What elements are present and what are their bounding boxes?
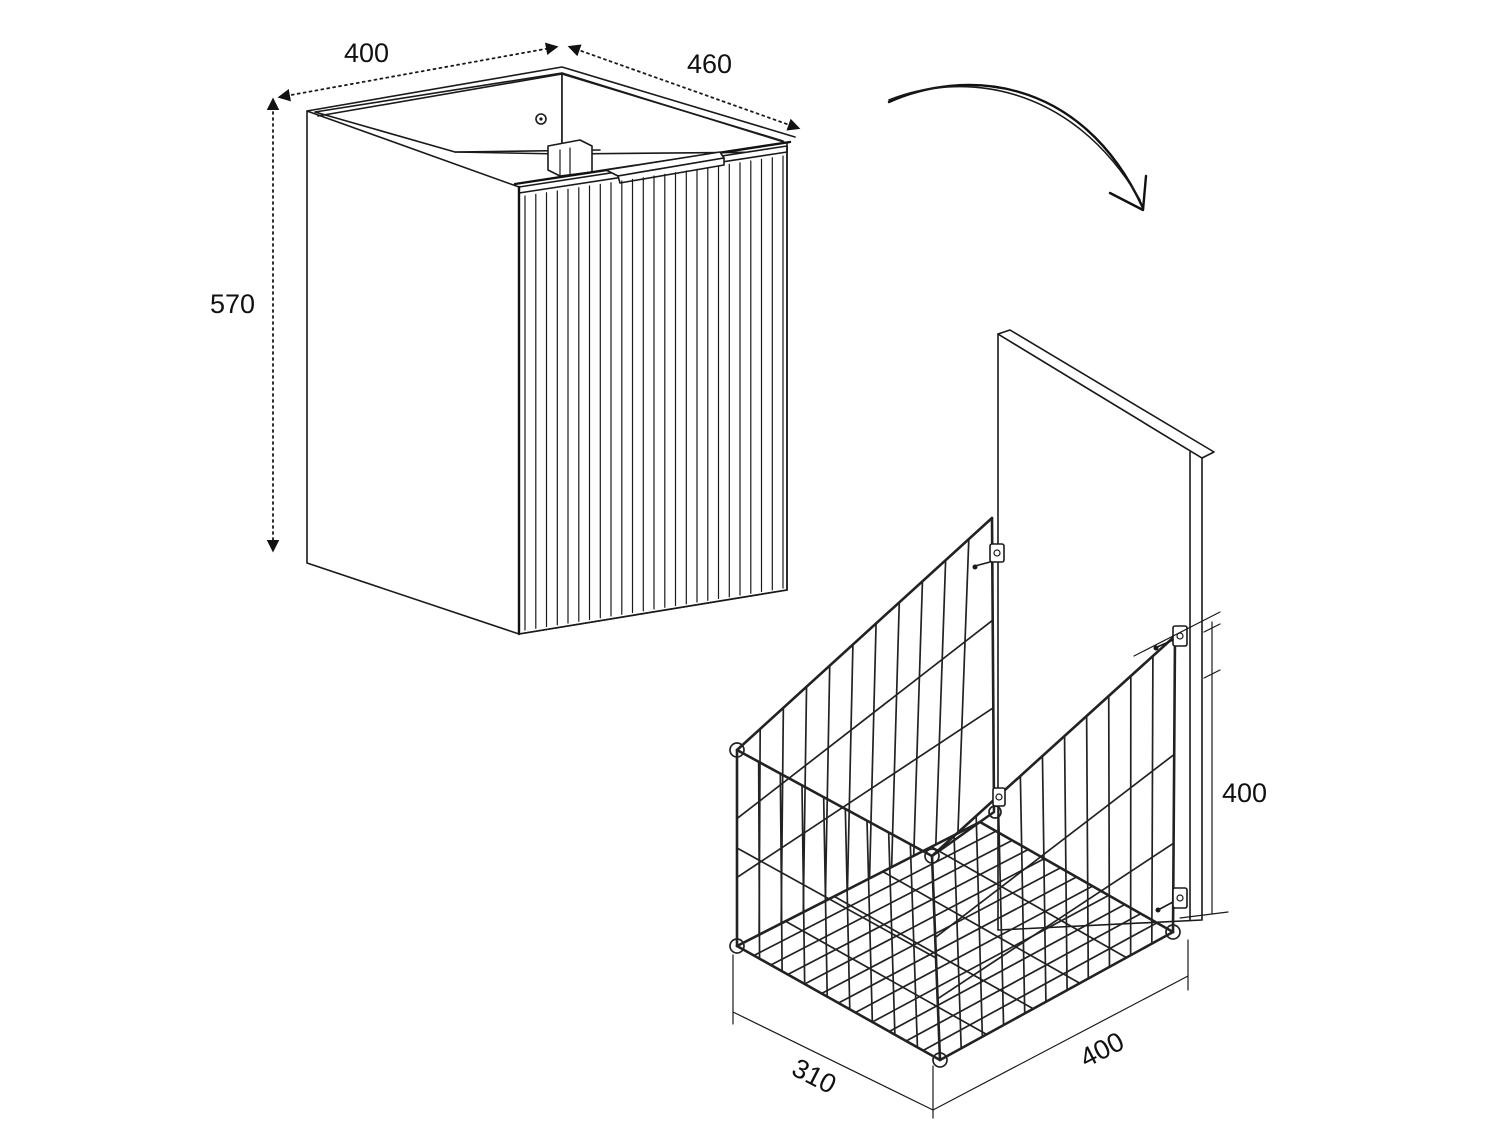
basket-right-side-wire [1085,715,1090,980]
basket-floor-wire [922,921,1158,1052]
basket-floor-wire [837,876,1078,1004]
cabinet-drawer-front [518,145,788,635]
basket-left-side-wire [846,643,854,891]
basket-mounting-bracket-middle [992,787,1006,807]
basket-floor-wire [820,866,1062,995]
basket-frame-wire [930,634,1177,858]
basket-right-side-wire [936,842,1175,1000]
basket-left-side-wire [868,622,877,880]
basket-left-side-wire [912,580,924,857]
cabinet-width-dimension: 400 [277,38,559,102]
basket-left-side-wire [736,706,995,879]
laundry-basket-drawing [729,329,1215,1068]
basket-left-side-wire [890,601,901,868]
basket-frame-wire [735,748,934,858]
cabinet-inner-right [561,72,788,155]
cabinet-height-label: 570 [210,289,255,319]
cabinet-screw-hole [535,113,547,125]
basket-right-side-wire [934,753,1176,939]
basket-floor-wire [930,845,1128,959]
basket-floor-wire [854,885,1094,1014]
basket-mounting-bracket-bottom [1155,887,1188,913]
cabinet-drawer-grooves [524,155,784,631]
cabinet-left-side [306,110,520,635]
basket-left-side-wire [802,685,808,914]
basket-floor-wire [888,903,1126,1033]
basket-width-label: 400 [1075,1026,1129,1073]
cabinet-inner-bracket [547,139,593,177]
basket-left-side-wire [780,706,785,925]
transition-arrow-icon [887,83,1148,212]
basket-wire-mesh [735,516,1177,1062]
drawer-door-edge [997,329,1215,459]
basket-frame-wire [735,516,994,752]
basket-frame-wire [938,930,1175,1062]
basket-floor-wire [753,830,997,957]
basket-right-side-wire [1063,735,1068,992]
basket-left-side-wire [736,619,994,820]
basket-right-side-wire [1107,695,1111,968]
basket-floor-wire [881,870,1081,985]
basket-right-side-wire [997,795,1005,1026]
basket-left-side-wire [824,664,831,902]
basket-floor-wire [871,894,1110,1023]
basket-left-side-wire [957,538,970,835]
basket-floor-wire [769,839,1014,966]
cabinet-height-dimension: 570 [210,97,280,553]
basket-depth-dimension: 310 [732,954,934,1119]
basket-height-dimension: 400 [1133,611,1267,919]
basket-right-side-wire [1019,775,1026,1015]
cabinet-depth-dimension: 460 [567,44,801,131]
basket-floor-wire [803,857,1046,985]
basket-right-side-wire [953,835,963,1050]
drawer-door-panel [997,333,1203,931]
basket-floor-wire [905,912,1142,1042]
cabinet-depth-label: 460 [687,49,732,79]
basket-depth-label: 310 [787,1053,841,1100]
basket-frame-wire [990,516,996,812]
basket-left-side-wire [758,728,762,936]
basket-floor-wire [784,920,988,1036]
basket-frame-wire [735,820,982,948]
basket-mounting-bracket-top [972,543,1005,570]
basket-frame-wire [1171,634,1177,934]
basket-floor-wire [786,848,1030,976]
cabinet-drawing [306,66,796,636]
basket-height-label: 400 [1222,778,1267,808]
basket-front-wire [736,847,937,959]
cabinet-width-label: 400 [344,38,389,68]
basket-right-side-wire [1041,755,1047,1003]
basket-floor-wire [833,895,1035,1010]
basket-right-side-wire [1150,655,1154,945]
basket-left-side-wire [934,559,947,846]
cabinet-drawer-handle [605,151,725,184]
basket-frame-wire [930,810,996,858]
